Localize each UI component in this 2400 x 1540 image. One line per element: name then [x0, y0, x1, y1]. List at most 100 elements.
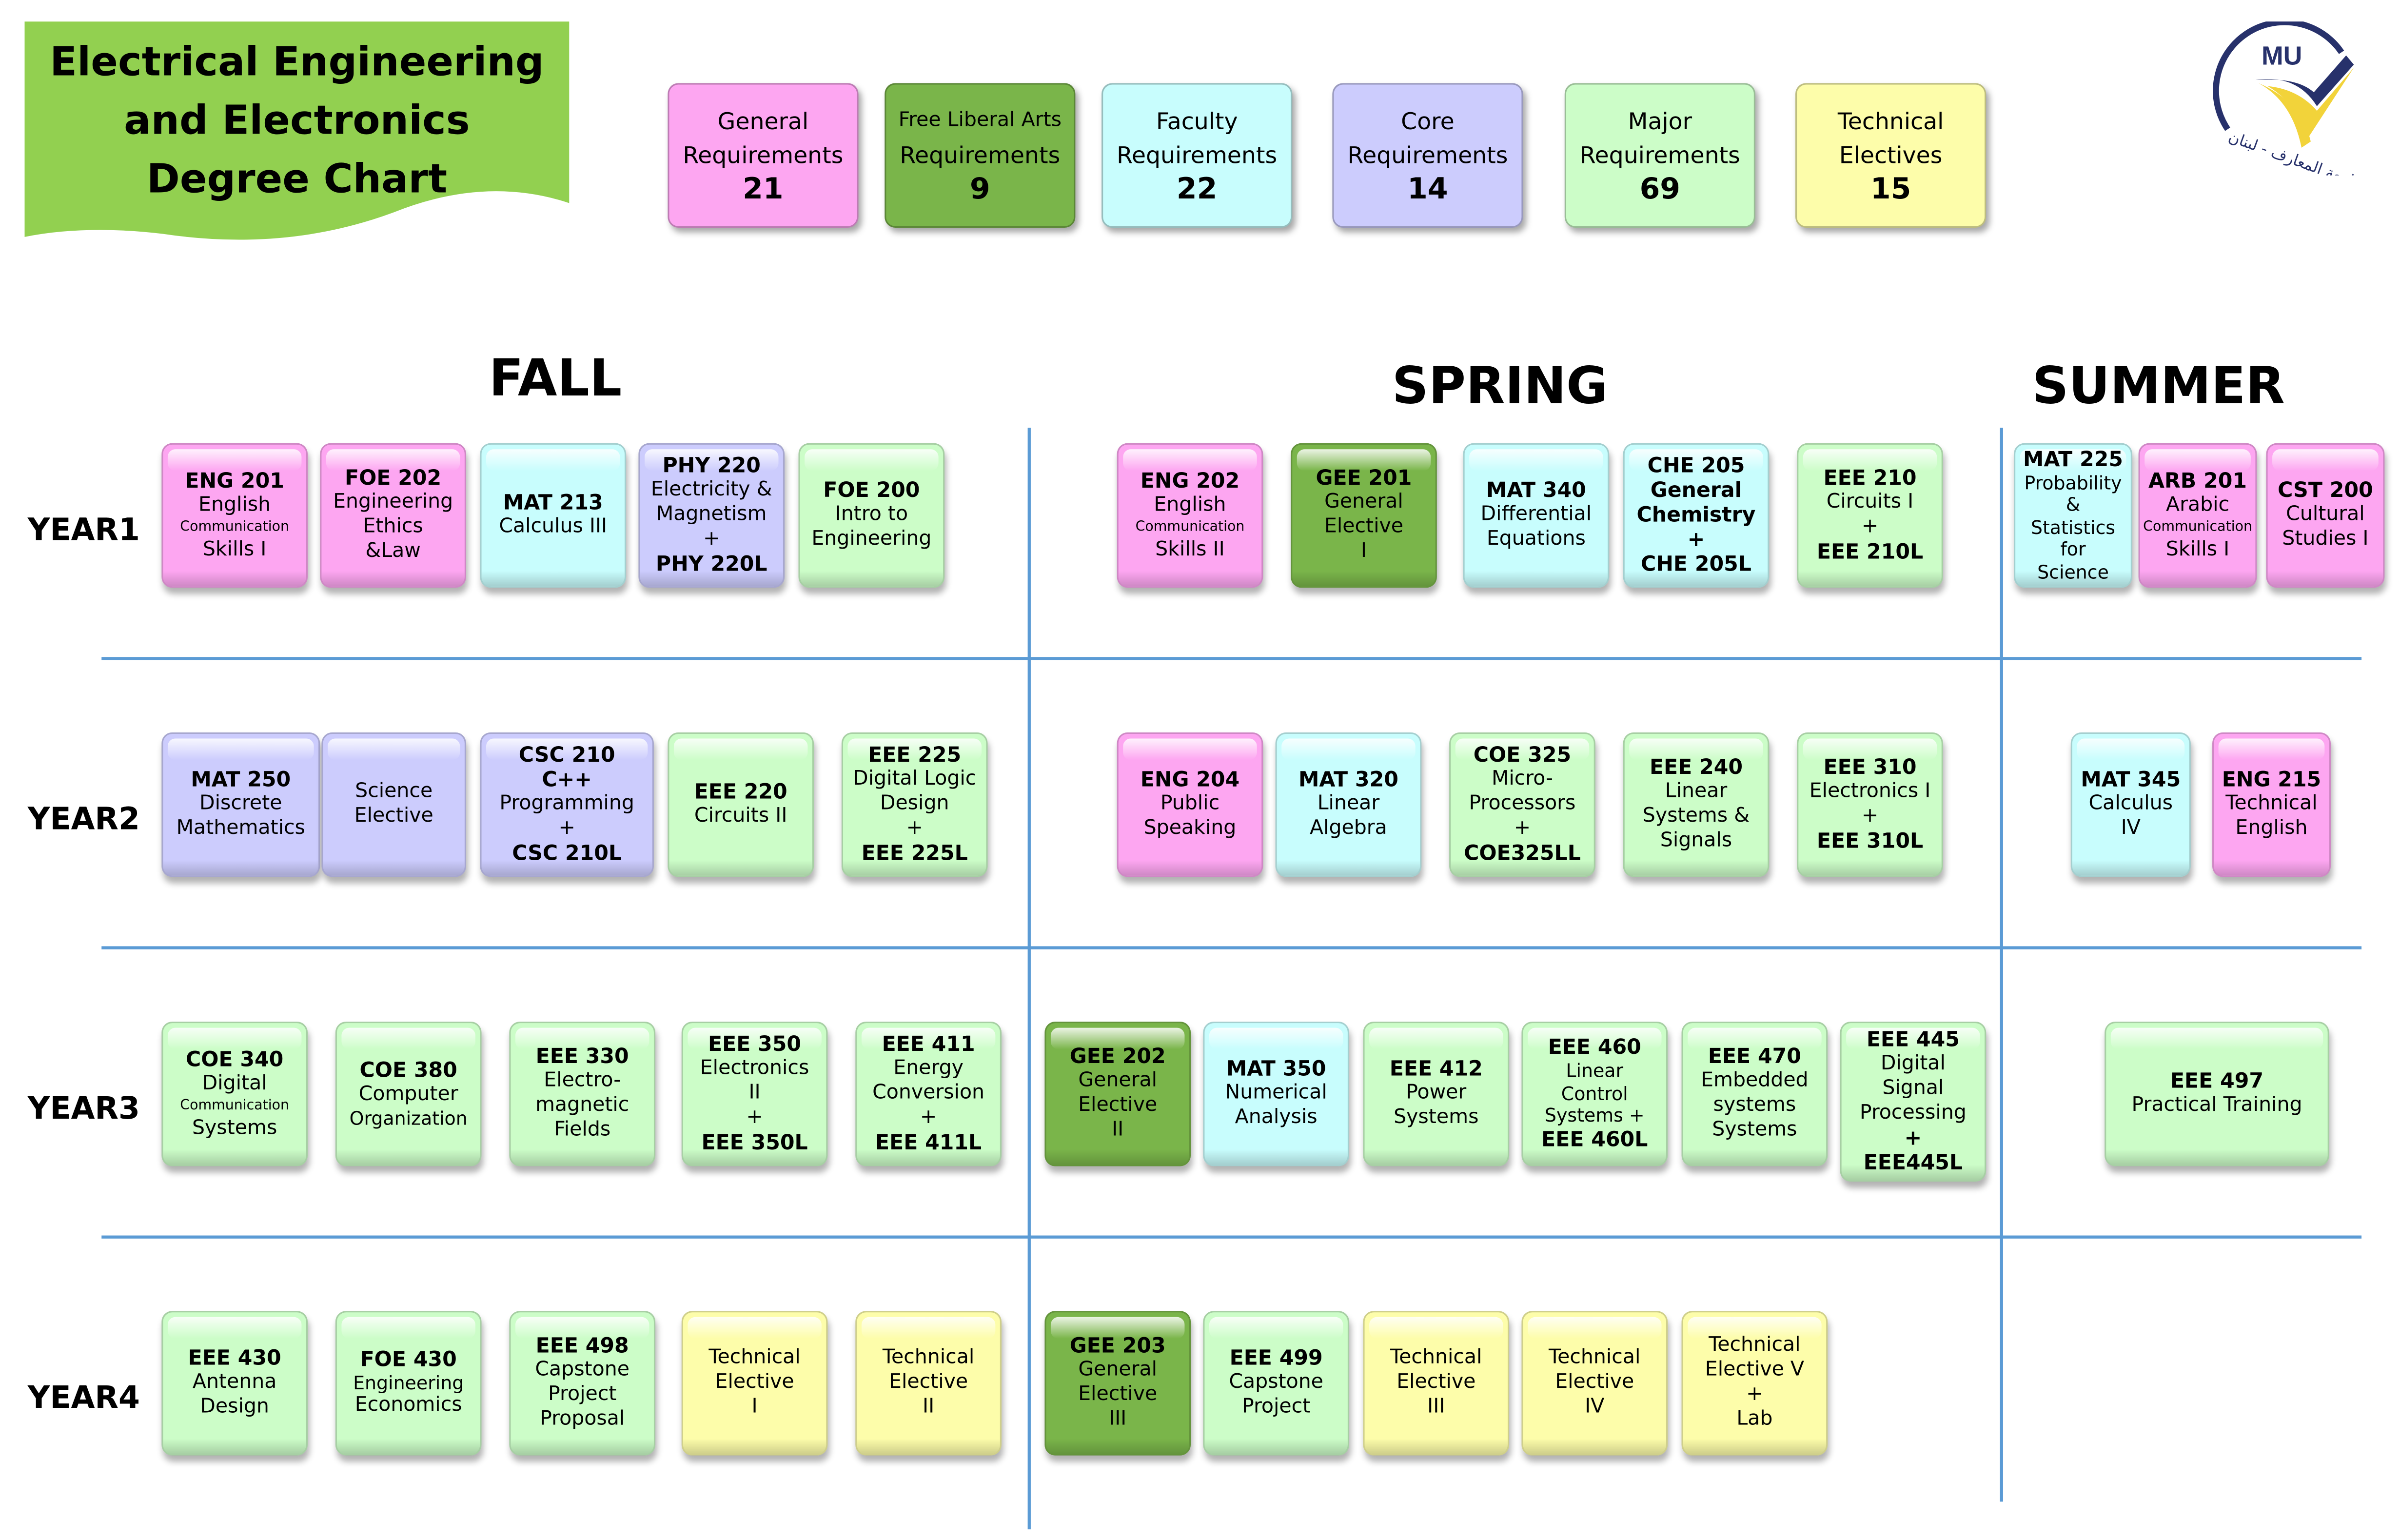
- legend-credit-count: 69: [1639, 172, 1681, 206]
- course-text: I: [751, 1395, 758, 1419]
- course-code: EEE 411: [882, 1032, 975, 1057]
- course-code: EEE 225: [868, 743, 962, 768]
- legend-label: Requirements: [1347, 141, 1508, 170]
- course-text: EEE445L: [1863, 1151, 1963, 1176]
- course-text: Differential: [1480, 503, 1592, 527]
- row-divider: [101, 1235, 2362, 1239]
- course-text: Processing: [1859, 1102, 1967, 1125]
- legend-credit-count: 14: [1407, 172, 1448, 206]
- course-text: Elective: [1397, 1371, 1476, 1394]
- course-code: Technical: [1709, 1334, 1801, 1357]
- course-text: Circuits II: [694, 805, 787, 828]
- course-code: GEE 203: [1069, 1334, 1166, 1359]
- course-text: Capstone: [1229, 1371, 1323, 1394]
- course-text: II: [922, 1395, 935, 1419]
- course-text: Systems: [192, 1116, 277, 1140]
- course-text: General: [1078, 1069, 1157, 1093]
- course-text: IV: [1585, 1395, 1605, 1419]
- course-code: MAT 345: [2081, 768, 2181, 792]
- course-text: Intro to: [835, 503, 908, 527]
- course-code: MAT 213: [503, 491, 603, 515]
- course-text: PHY 220L: [655, 552, 767, 577]
- course-text: Discrete: [199, 792, 282, 816]
- course-text: Elective V: [1705, 1358, 1804, 1382]
- course-code: EEE 498: [535, 1334, 629, 1359]
- course-text: for: [2060, 539, 2086, 561]
- course-code: ENG 202: [1140, 468, 1240, 494]
- course-code: Technical: [1390, 1346, 1482, 1370]
- row-divider: [101, 946, 2362, 949]
- course-code: ENG 204: [1140, 768, 1240, 792]
- course-code: MAT 320: [1298, 768, 1398, 792]
- course-text: II: [1112, 1118, 1124, 1142]
- course-text: Ethics: [363, 515, 423, 539]
- course-code: ENG 215: [2222, 768, 2321, 792]
- course-text: EEE 210L: [1816, 540, 1924, 565]
- course-text: General: [1324, 491, 1403, 514]
- course-code: COE 340: [185, 1047, 284, 1072]
- legend-label: Core: [1401, 107, 1455, 136]
- course-text: EEE 460L: [1541, 1127, 1648, 1152]
- course-code: EEE 330: [535, 1045, 629, 1069]
- course-code: EEE 350: [708, 1032, 802, 1057]
- course-text: C++: [542, 768, 592, 792]
- course-text: Skills II: [1155, 537, 1225, 561]
- course-text: Capstone: [535, 1358, 630, 1382]
- course-code: ARB 201: [2148, 468, 2247, 494]
- page-title: Electrical Engineering and Electronics D…: [24, 34, 569, 209]
- course-text: Communication: [1135, 519, 1245, 535]
- course-code: EEE 430: [188, 1346, 281, 1371]
- course-text: Fields: [554, 1118, 611, 1142]
- course-text: Skills I: [2165, 537, 2230, 561]
- svg-text:MU: MU: [2262, 41, 2302, 71]
- course-code: Science: [355, 780, 433, 803]
- course-code: GEE 201: [1316, 466, 1412, 491]
- course-text: Equations: [1486, 528, 1586, 551]
- course-text: +: [1687, 528, 1705, 553]
- course-text: &Law: [365, 540, 421, 563]
- course-text: III: [1108, 1407, 1127, 1431]
- course-text: Elective: [1078, 1094, 1158, 1117]
- legend-label: Requirements: [900, 141, 1061, 170]
- legend-credit-count: 21: [743, 172, 784, 206]
- course-text: +: [558, 817, 575, 840]
- course-text: +: [703, 528, 720, 551]
- svg-text:جامعة المعارف - لبنان: جامعة المعارف - لبنان: [2226, 128, 2363, 175]
- course-text: English: [198, 493, 271, 516]
- course-text: Elective: [1324, 515, 1404, 539]
- course-code: EEE 210: [1823, 466, 1917, 491]
- course-text: +: [1746, 1383, 1763, 1406]
- course-text: Engineering: [333, 491, 453, 514]
- course-text: Signals: [1660, 829, 1732, 852]
- course-code: Technical: [1549, 1346, 1641, 1370]
- column-divider: [1027, 428, 1031, 1530]
- legend-label: General: [717, 107, 809, 136]
- course-code: EEE 460: [1548, 1036, 1641, 1061]
- year-label-1: YEAR1: [27, 511, 140, 548]
- column-divider: [2000, 428, 2003, 1502]
- course-text: +: [746, 1106, 763, 1129]
- course-code: MAT 225: [2023, 447, 2123, 472]
- legend-credit-count: 9: [969, 172, 990, 206]
- course-text: Elective: [354, 805, 433, 828]
- course-text: Statistics: [2030, 516, 2116, 538]
- course-text: Economics: [354, 1394, 462, 1418]
